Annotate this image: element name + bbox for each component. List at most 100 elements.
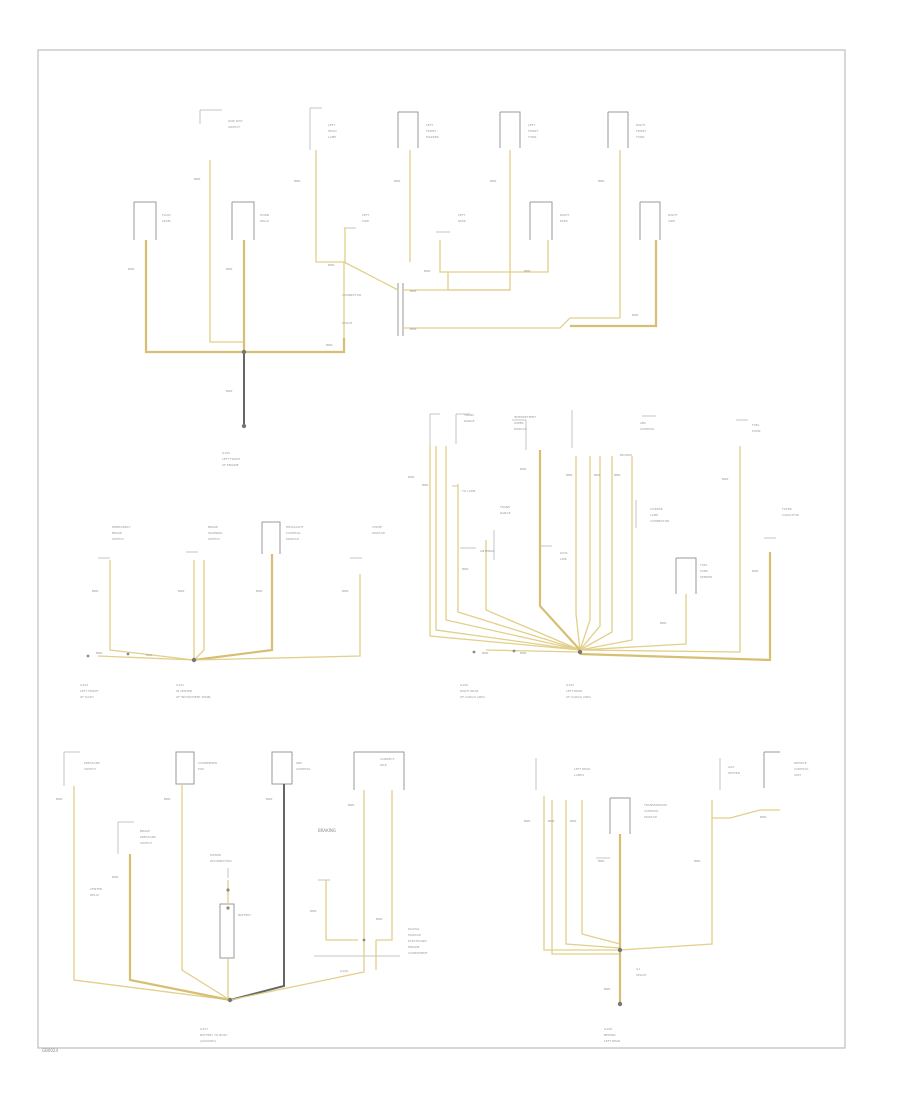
svg-text:MODULE: MODULE <box>286 537 299 541</box>
svg-text:UNIT: UNIT <box>794 773 801 777</box>
svg-text:IDLE: IDLE <box>380 763 387 767</box>
svg-text:BRN: BRN <box>694 859 700 863</box>
svg-text:TRANSMISSION: TRANSMISSION <box>643 803 667 807</box>
svg-text:COMPONENT: COMPONENT <box>408 951 428 955</box>
svg-text:BRN: BRN <box>424 269 430 273</box>
svg-text:PUMP: PUMP <box>752 429 761 433</box>
svg-text:BRAKE: BRAKE <box>208 525 218 529</box>
svg-text:TO LAMP: TO LAMP <box>461 489 476 493</box>
svg-text:MODULE: MODULE <box>408 933 421 937</box>
bottom-left-ground-network: BRAKING PRESSURE SWITCH CONDENSER FAN AB… <box>56 751 428 1043</box>
svg-text:BRN: BRN <box>598 859 604 863</box>
svg-text:MODULE: MODULE <box>514 427 527 431</box>
svg-text:G109: G109 <box>340 969 348 973</box>
component-top-2 <box>309 107 322 150</box>
svg-text:GND DIST: GND DIST <box>228 119 243 123</box>
svg-text:HEADLIGHT: HEADLIGHT <box>286 525 304 529</box>
svg-text:CONTROL: CONTROL <box>296 767 311 771</box>
bottom-right-ground-network: LEFT REAR LAMPS TRANSMISSION CONTROL MOD… <box>524 751 809 1043</box>
svg-text:EMERGENCY: EMERGENCY <box>112 525 131 529</box>
svg-text:G102: G102 <box>566 683 574 687</box>
svg-text:RANGE: RANGE <box>464 419 475 423</box>
svg-text:BRN: BRN <box>112 875 118 879</box>
svg-text:SWITCH: SWITCH <box>140 841 152 845</box>
svg-text:BRAKE: BRAKE <box>112 531 122 535</box>
svg-text:RANGE: RANGE <box>500 511 511 515</box>
svg-text:BATTERY: BATTERY <box>238 913 251 917</box>
component-top-7 <box>231 201 255 240</box>
svg-text:FUEL: FUEL <box>700 563 708 567</box>
svg-text:LAMP: LAMP <box>650 513 658 517</box>
component-top-3 <box>397 111 419 148</box>
svg-text:BRN: BRN <box>342 589 348 593</box>
svg-text:BRN: BRN <box>128 267 134 271</box>
svg-text:ANTENNA: ANTENNA <box>480 549 496 553</box>
component-top-1 <box>199 109 222 124</box>
svg-text:ENGINE: ENGINE <box>408 945 420 949</box>
svg-text:POWER: POWER <box>210 853 221 857</box>
svg-text:BRN: BRN <box>226 267 232 271</box>
svg-text:LEFT: LEFT <box>426 123 433 127</box>
svg-text:WARNING: WARNING <box>208 531 223 535</box>
svg-text:BRN: BRN <box>178 589 184 593</box>
svg-text:OF INSTRUMENT PANEL: OF INSTRUMENT PANEL <box>176 695 212 699</box>
svg-text:LEVEL: LEVEL <box>162 219 172 223</box>
top-ground-network: GND DIST SWITCH LEFT HEAD LAMP LEFT FRON… <box>128 107 678 467</box>
svg-text:IN CENTER: IN CENTER <box>176 689 192 693</box>
svg-text:TURN: TURN <box>635 135 644 139</box>
component-top-8 <box>529 201 553 240</box>
svg-text:BRN: BRN <box>394 179 400 183</box>
svg-text:LAMP: LAMP <box>328 135 336 139</box>
svg-text:BRN: BRN <box>594 473 600 477</box>
svg-text:BRN: BRN <box>348 803 354 807</box>
svg-text:HORN: HORN <box>260 213 269 217</box>
svg-text:BRN: BRN <box>490 179 496 183</box>
svg-text:RELAY: RELAY <box>260 219 270 223</box>
svg-text:TURN: TURN <box>527 135 536 139</box>
svg-text:BRN: BRN <box>194 177 200 181</box>
connector-block-top <box>397 283 404 336</box>
svg-text:BRN: BRN <box>310 909 316 913</box>
svg-text:RELAY: RELAY <box>90 893 100 897</box>
svg-text:G1: G1 <box>636 967 640 971</box>
svg-text:BRN: BRN <box>226 389 232 393</box>
svg-text:CENTER: CENTER <box>90 887 102 891</box>
component-top-9 <box>639 201 661 240</box>
svg-text:AUX: AUX <box>728 765 734 769</box>
footer-code: GB0024 <box>42 1048 58 1053</box>
svg-text:HEAD: HEAD <box>328 129 337 133</box>
svg-text:G101: G101 <box>176 683 184 687</box>
svg-text:BRN: BRN <box>256 589 262 593</box>
svg-text:LEFT REAR: LEFT REAR <box>566 689 582 693</box>
svg-text:SIDE: SIDE <box>362 219 369 223</box>
svg-text:LINK: LINK <box>560 557 568 561</box>
svg-text:LEFT: LEFT <box>458 213 465 217</box>
svg-text:LEFT REAR: LEFT REAR <box>604 1039 620 1043</box>
component-top-4 <box>499 111 521 148</box>
svg-text:ABS: ABS <box>640 421 646 425</box>
svg-text:FILTER: FILTER <box>782 507 792 511</box>
svg-text:DISTRIBUTION: DISTRIBUTION <box>210 859 231 863</box>
svg-text:BRN: BRN <box>632 313 638 317</box>
svg-text:CONDENSER: CONDENSER <box>198 761 217 765</box>
svg-text:OF ENGINE: OF ENGINE <box>222 463 239 467</box>
svg-text:G108: G108 <box>604 1027 612 1031</box>
svg-text:BRAKE: BRAKE <box>140 829 150 833</box>
svg-text:SWITCH: SWITCH <box>84 767 96 771</box>
svg-text:LEFT: LEFT <box>362 213 369 217</box>
svg-text:BK/ORN: BK/ORN <box>620 453 632 457</box>
svg-text:BRN: BRN <box>614 473 620 477</box>
svg-text:RIGHT: RIGHT <box>636 123 646 127</box>
svg-text:OF CARGO AREA: OF CARGO AREA <box>566 695 592 699</box>
svg-text:BRN: BRN <box>96 651 102 655</box>
svg-text:MODULE: MODULE <box>372 531 385 535</box>
svg-text:FRONT: FRONT <box>528 129 538 133</box>
svg-text:BRN: BRN <box>722 477 728 481</box>
svg-text:SWITCH: SWITCH <box>228 125 240 129</box>
svg-text:BRN: BRN <box>604 987 610 991</box>
svg-text:CHIME: CHIME <box>372 525 382 529</box>
svg-text:LAMPS: LAMPS <box>574 773 584 777</box>
svg-text:BRN: BRN <box>548 819 554 823</box>
svg-text:SWITCH: SWITCH <box>112 537 124 541</box>
